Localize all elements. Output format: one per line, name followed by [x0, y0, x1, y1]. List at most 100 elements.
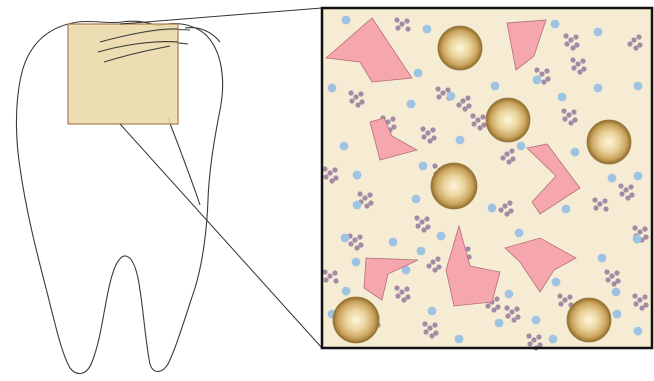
cluster-particle: [426, 263, 431, 268]
cluster-particle: [485, 303, 490, 308]
cluster-particle: [623, 187, 628, 192]
connector-top: [120, 8, 322, 24]
blue-dot: [634, 82, 643, 91]
cluster-particle: [509, 148, 514, 153]
cluster-particle: [355, 102, 360, 107]
cluster-particle: [404, 18, 409, 23]
golden-sphere: [567, 298, 611, 342]
cluster-particle: [357, 191, 362, 196]
cluster-particle: [564, 41, 569, 46]
cluster-particle: [395, 293, 400, 298]
blue-dot: [353, 171, 362, 180]
cluster-particle: [570, 45, 575, 50]
cluster-particle: [633, 301, 638, 306]
cluster-particle: [509, 309, 514, 314]
cluster-particle: [401, 297, 406, 302]
cluster-particle: [571, 109, 576, 114]
cluster-particle: [323, 277, 328, 282]
cluster-particle: [348, 241, 353, 246]
blue-dot: [634, 327, 643, 336]
tooth-inner-root-line: [168, 118, 200, 205]
blue-dot: [558, 93, 567, 102]
cluster-particle: [332, 270, 337, 275]
cluster-particle: [611, 281, 616, 286]
cluster-particle: [557, 293, 562, 298]
blue-dot: [488, 204, 497, 213]
cluster-particle: [395, 25, 400, 30]
cluster-particle: [329, 178, 334, 183]
cluster-particle: [605, 277, 610, 282]
cluster-particle: [536, 334, 541, 339]
blue-dot: [407, 100, 416, 109]
cluster-particle: [619, 191, 624, 196]
cluster-particle: [541, 79, 546, 84]
cluster-particle: [352, 237, 357, 242]
golden-sphere: [431, 163, 477, 209]
cluster-particle: [394, 285, 399, 290]
golden-sphere: [333, 297, 379, 343]
blue-dot: [515, 229, 524, 238]
connector-bottom: [120, 124, 322, 348]
cluster-particle: [561, 108, 566, 113]
cluster-particle: [568, 37, 573, 42]
cluster-particle: [592, 197, 597, 202]
cluster-particle: [632, 293, 637, 298]
golden-sphere: [438, 26, 482, 70]
cluster-particle: [429, 333, 434, 338]
cluster-particle: [562, 116, 567, 121]
cluster-particle: [593, 205, 598, 210]
blue-dot: [495, 319, 504, 328]
blue-dot: [612, 288, 621, 297]
blue-dot: [549, 335, 558, 344]
cluster-particle: [460, 98, 465, 103]
blue-dot: [517, 142, 526, 151]
cluster-particle: [636, 34, 641, 39]
cluster-particle: [633, 45, 638, 50]
blue-dot: [341, 234, 350, 243]
cluster-particle: [405, 26, 410, 31]
cluster-particle: [628, 184, 633, 189]
cluster-particle: [362, 195, 367, 200]
cluster-particle: [531, 337, 536, 342]
cluster-particle: [562, 297, 567, 302]
cluster-particle: [494, 296, 499, 301]
cluster-particle: [477, 125, 482, 130]
cluster-particle: [604, 269, 609, 274]
cluster-particle: [332, 167, 337, 172]
cluster-particle: [475, 117, 480, 122]
blue-dot: [352, 258, 361, 267]
cluster-particle: [609, 273, 614, 278]
cluster-particle: [415, 223, 420, 228]
blue-dot: [608, 174, 617, 183]
blue-dot: [613, 310, 622, 319]
cluster-particle: [394, 17, 399, 22]
cluster-particle: [357, 234, 362, 239]
cluster-particle: [353, 94, 358, 99]
cluster-particle: [514, 306, 519, 311]
blue-dot: [340, 142, 349, 151]
cluster-particle: [637, 229, 642, 234]
cluster-particle: [642, 294, 647, 299]
cluster-particle: [399, 21, 404, 26]
cluster-particle: [480, 114, 485, 119]
cluster-particle: [430, 259, 435, 264]
cluster-particle: [425, 130, 430, 135]
cluster-particle: [511, 317, 516, 322]
cluster-particle: [527, 341, 532, 346]
cluster-particle: [327, 273, 332, 278]
blue-dot: [342, 287, 351, 296]
cluster-particle: [498, 207, 503, 212]
cluster-particle: [632, 225, 637, 230]
cluster-particle: [462, 106, 467, 111]
cluster-particle: [500, 155, 505, 160]
cluster-particle: [504, 305, 509, 310]
cluster-particle: [430, 127, 435, 132]
cluster-particle: [577, 69, 582, 74]
cluster-particle: [637, 297, 642, 302]
cluster-particle: [614, 270, 619, 275]
cluster-particle: [435, 86, 440, 91]
cluster-particle: [625, 195, 630, 200]
cluster-particle: [627, 41, 632, 46]
cluster-particle: [603, 206, 608, 211]
cluster-particle: [597, 201, 602, 206]
